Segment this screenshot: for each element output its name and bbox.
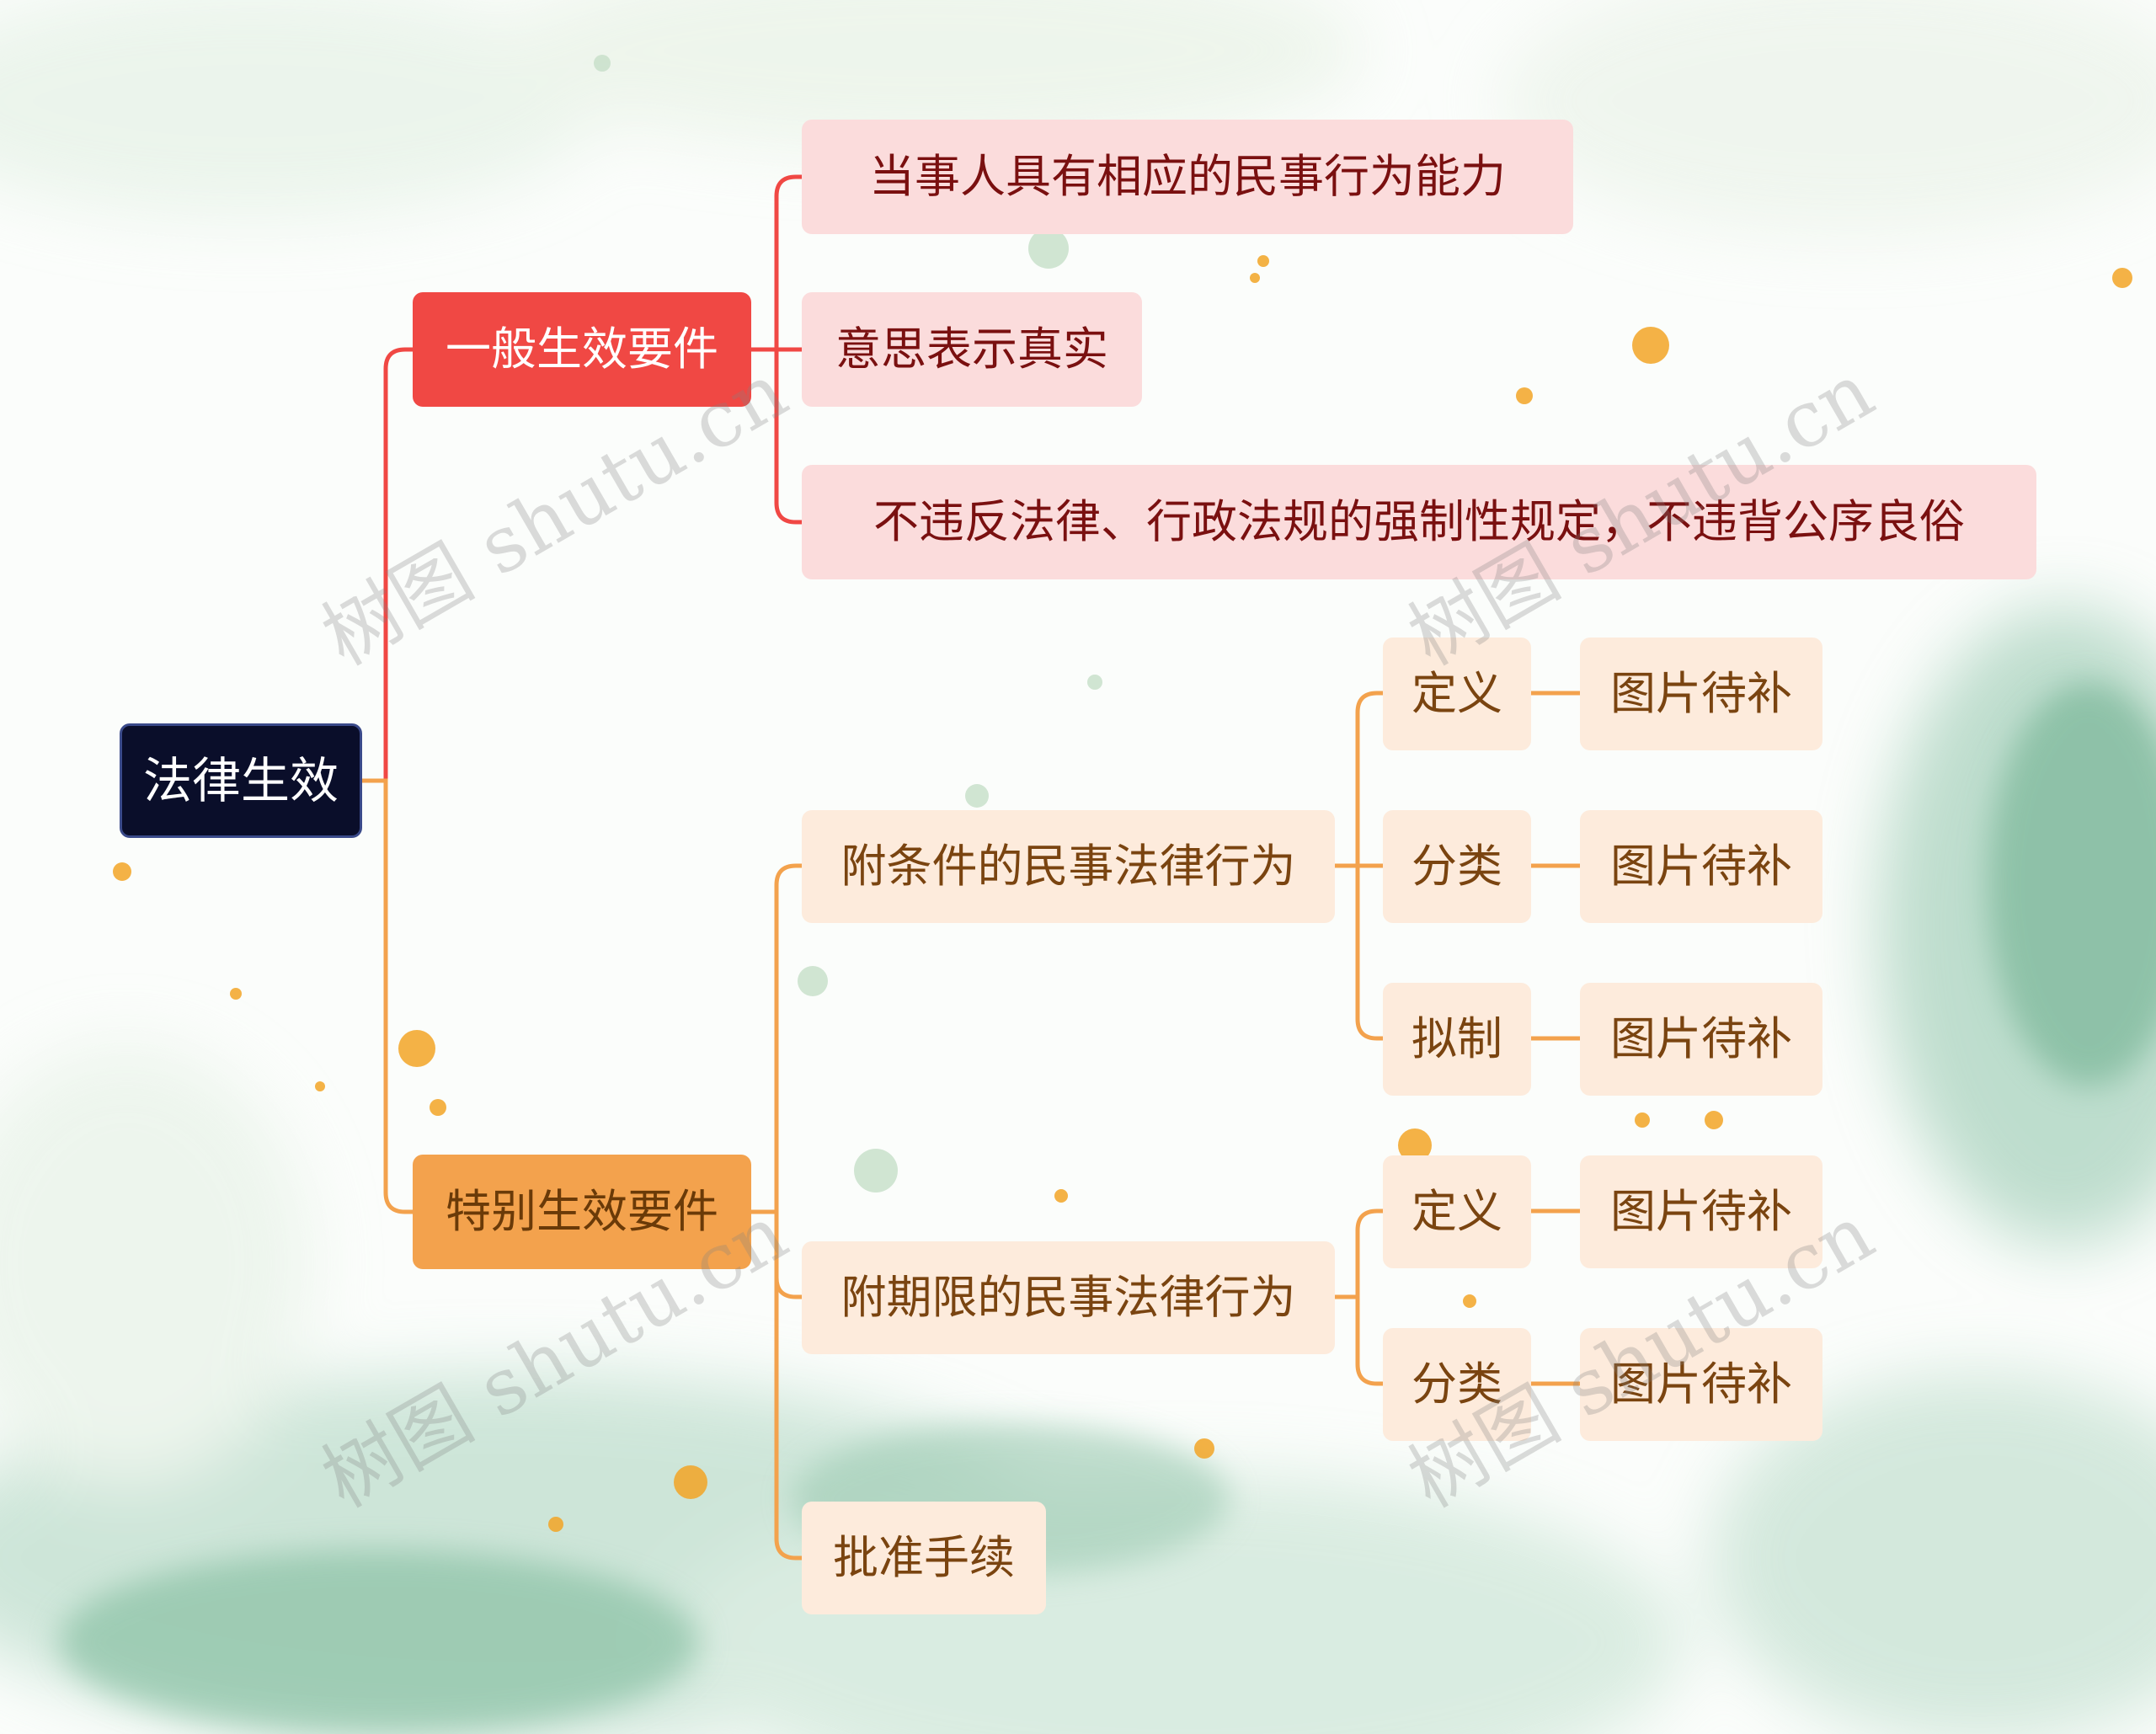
sub-conditional-act[interactable]: 附条件的民事法律行为 [802, 810, 1335, 923]
value-placeholder-3[interactable]: 图片待补 [1580, 983, 1822, 1096]
link-root-branch2 [360, 778, 415, 1214]
link-sub2-item2 [1332, 1294, 1385, 1386]
sub-approval[interactable]: 批准手续 [802, 1502, 1046, 1614]
link-branch1-leaf3 [749, 347, 804, 525]
link-branch2-sub3 [749, 1209, 804, 1561]
item-fiction[interactable]: 拟制 [1383, 983, 1531, 1096]
value-placeholder-4[interactable]: 图片待补 [1580, 1155, 1822, 1268]
link-branch1-leaf1 [749, 174, 804, 352]
root-node[interactable]: 法律生效 [120, 723, 362, 838]
link-branch2-sub1 [749, 863, 804, 1214]
link-root-branch1 [360, 347, 415, 783]
value-placeholder-5[interactable]: 图片待补 [1580, 1328, 1822, 1441]
link-sub1-item1 [1332, 691, 1385, 868]
leaf-true-intent[interactable]: 意思表示真实 [802, 292, 1142, 407]
link-sub2-item1 [1332, 1208, 1385, 1299]
branch-general-requirements[interactable]: 一般生效要件 [413, 292, 751, 407]
item-classification-2[interactable]: 分类 [1383, 1328, 1531, 1441]
link-sub1-item3 [1332, 863, 1385, 1041]
value-placeholder-2[interactable]: 图片待补 [1580, 810, 1822, 923]
item-definition-2[interactable]: 定义 [1383, 1155, 1531, 1268]
value-placeholder-1[interactable]: 图片待补 [1580, 638, 1822, 750]
branch-special-requirements[interactable]: 特别生效要件 [413, 1155, 751, 1269]
item-classification-1[interactable]: 分类 [1383, 810, 1531, 923]
sub-term-act[interactable]: 附期限的民事法律行为 [802, 1241, 1335, 1354]
leaf-legality[interactable]: 不违反法律、行政法规的强制性规定，不违背公序良俗 [802, 465, 2036, 579]
item-definition-1[interactable]: 定义 [1383, 638, 1531, 750]
leaf-capacity[interactable]: 当事人具有相应的民事行为能力 [802, 120, 1573, 234]
